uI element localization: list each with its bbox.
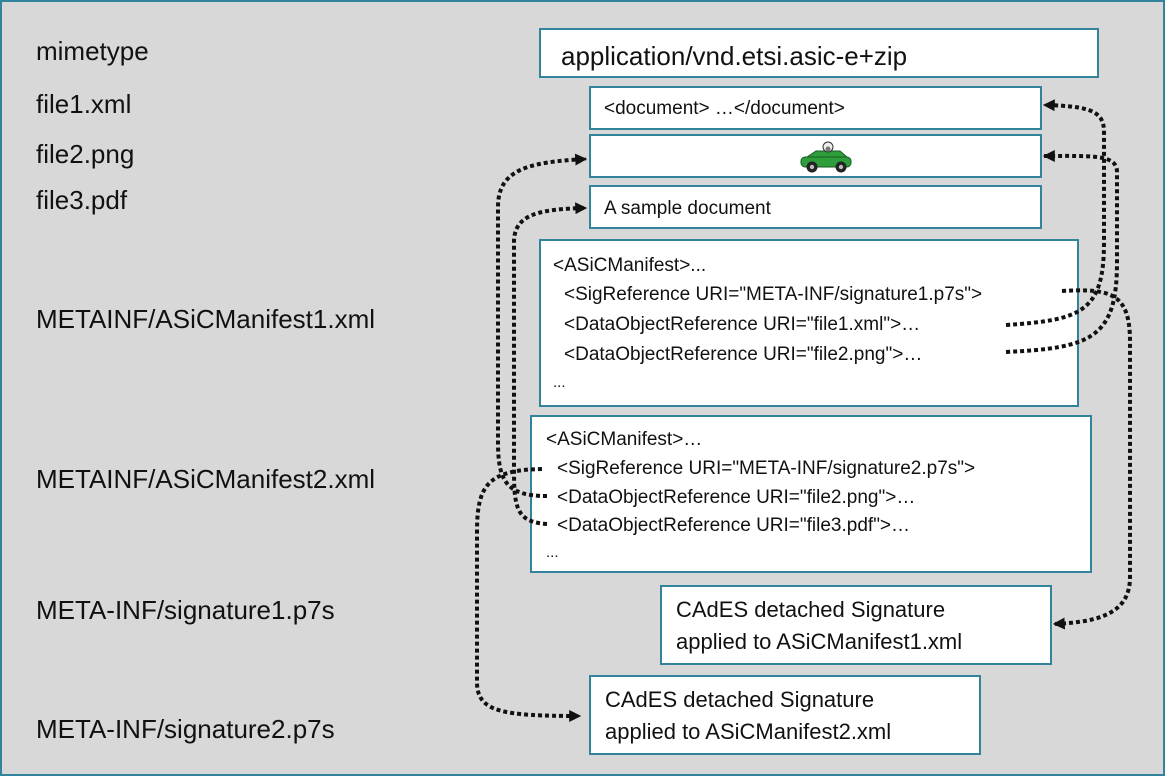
label-signature2: META-INF/signature2.p7s [36, 714, 335, 744]
manifest2-line: <ASiCManifest>… [546, 429, 703, 450]
signature2-line: CAdES detached Signature [605, 687, 875, 712]
manifest2-line: ... [546, 544, 559, 561]
manifest1-line: <ASiCManifest>... [553, 255, 707, 276]
manifest1-line: <SigReference URI="META-INF/signature1.p… [564, 284, 983, 305]
file2-box [589, 134, 1042, 178]
arrow-manifest1-to-signature1 [1052, 288, 1132, 630]
manifest1-line: ... [553, 374, 566, 391]
mimetype-box: application/vnd.etsi.asic-e+zip [539, 28, 1099, 78]
label-mimetype: mimetype [36, 36, 149, 66]
arrow-manifest2-to-signature2 [475, 467, 582, 722]
manifest1-line: <DataObjectReference URI="file2.png">… [564, 344, 923, 365]
label-signature1: META-INF/signature1.p7s [36, 595, 335, 625]
arrow-manifest1-to-file2 [1005, 149, 1119, 354]
arrow-manifest2-to-file3 [512, 202, 588, 526]
mimetype-value: application/vnd.etsi.asic-e+zip [561, 41, 908, 71]
file3-content: A sample document [604, 198, 771, 219]
signature2-line: applied to ASiCManifest2.xml [605, 719, 892, 744]
signature1-box: CAdES detached Signature applied to ASiC… [660, 585, 1052, 665]
manifest2-line: <DataObjectReference URI="file3.pdf">… [557, 515, 911, 536]
signature1-line: applied to ASiCManifest1.xml [676, 629, 963, 654]
label-file2: file2.png [36, 139, 135, 169]
label-manifest2: METAINF/ASiCManifest2.xml [36, 464, 376, 494]
label-manifest1: METAINF/ASiCManifest1.xml [36, 304, 376, 334]
signature2-box: CAdES detached Signature applied to ASiC… [589, 675, 981, 755]
arrow-manifest1-to-file1 [1005, 99, 1106, 327]
signature1-line: CAdES detached Signature [676, 597, 946, 622]
car-icon [800, 141, 852, 173]
manifest1-box: <ASiCManifest>... <SigReference URI="MET… [539, 239, 1079, 407]
manifest2-box: <ASiCManifest>… <SigReference URI="META-… [530, 415, 1092, 573]
label-file1: file1.xml [36, 89, 132, 119]
manifest2-line: <DataObjectReference URI="file2.png">… [557, 487, 916, 508]
label-file3: file3.pdf [36, 185, 128, 215]
file1-box: <document> …</document> [589, 86, 1042, 130]
file3-box: A sample document [589, 185, 1042, 229]
arrow-manifest2-to-file2 [496, 153, 588, 498]
manifest2-line: <SigReference URI="META-INF/signature2.p… [557, 458, 976, 479]
file1-content: <document> …</document> [604, 98, 845, 119]
manifest1-line: <DataObjectReference URI="file1.xml">… [564, 314, 921, 335]
